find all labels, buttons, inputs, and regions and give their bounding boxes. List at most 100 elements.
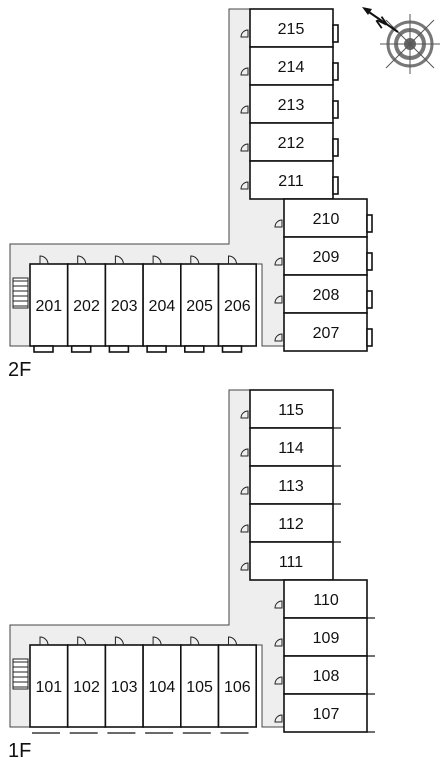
unit-114: 114 bbox=[240, 427, 341, 467]
door-icon bbox=[240, 181, 249, 190]
unit-label: 111 bbox=[279, 554, 303, 571]
unit-label: 215 bbox=[278, 21, 305, 38]
unit-213: 213 bbox=[240, 84, 339, 124]
unit-label: 103 bbox=[111, 679, 138, 696]
unit-label: 205 bbox=[186, 298, 213, 315]
door-icon bbox=[152, 636, 162, 646]
door-icon bbox=[114, 255, 124, 265]
door-icon bbox=[274, 295, 283, 304]
floor-1f: 115 114 113 112 111 110 109 108 107 101 102 103 104 1… bbox=[8, 389, 375, 762]
door-icon bbox=[240, 524, 249, 533]
door-icon bbox=[190, 636, 200, 646]
door-icon bbox=[274, 257, 283, 266]
unit-111: 111 bbox=[240, 541, 341, 581]
unit-label: 207 bbox=[313, 325, 340, 342]
door-icon bbox=[39, 636, 49, 646]
unit-215: 215 bbox=[240, 8, 339, 48]
unit-206: 206 bbox=[217, 255, 258, 353]
unit-label: 102 bbox=[73, 679, 100, 696]
unit-115: 115 bbox=[240, 389, 341, 429]
unit-label: 107 bbox=[313, 706, 340, 723]
unit-108: 108 bbox=[274, 655, 375, 695]
unit-113: 113 bbox=[240, 465, 341, 505]
unit-label: 112 bbox=[278, 516, 304, 533]
door-icon bbox=[240, 29, 249, 38]
unit-label: 101 bbox=[35, 679, 62, 696]
door-icon bbox=[190, 255, 200, 265]
unit-101: 101 bbox=[29, 636, 69, 734]
stairs-icon bbox=[12, 277, 29, 309]
door-icon bbox=[39, 255, 49, 265]
door-icon bbox=[114, 636, 124, 646]
door-icon bbox=[228, 636, 238, 646]
unit-label: 214 bbox=[278, 59, 305, 76]
unit-209: 209 bbox=[274, 236, 373, 276]
unit-211: 211 bbox=[240, 160, 339, 200]
unit-label: 212 bbox=[278, 135, 305, 152]
unit-214: 214 bbox=[240, 46, 339, 86]
door-icon bbox=[240, 562, 249, 571]
unit-210: 210 bbox=[274, 198, 373, 238]
door-icon bbox=[240, 105, 249, 114]
unit-label: 106 bbox=[224, 679, 251, 696]
door-icon bbox=[77, 255, 87, 265]
unit-label: 104 bbox=[149, 679, 176, 696]
unit-208: 208 bbox=[274, 274, 373, 314]
door-icon bbox=[240, 410, 249, 419]
unit-label: 211 bbox=[278, 173, 304, 190]
unit-label: 208 bbox=[313, 287, 340, 304]
unit-label: 114 bbox=[278, 440, 304, 457]
compass-icon: N bbox=[362, 7, 440, 74]
unit-203: 203 bbox=[104, 255, 144, 353]
north-label: N bbox=[373, 13, 390, 32]
door-icon bbox=[152, 255, 162, 265]
door-icon bbox=[228, 255, 238, 265]
unit-label: 210 bbox=[313, 211, 340, 228]
door-icon bbox=[240, 486, 249, 495]
unit-label: 203 bbox=[111, 298, 138, 315]
unit-label: 201 bbox=[35, 298, 62, 315]
unit-104: 104 bbox=[142, 636, 182, 734]
unit-label: 108 bbox=[313, 668, 340, 685]
unit-label: 105 bbox=[186, 679, 213, 696]
door-icon bbox=[274, 219, 283, 228]
door-icon bbox=[274, 714, 283, 723]
unit-107: 107 bbox=[274, 693, 375, 733]
unit-201: 201 bbox=[29, 255, 69, 353]
unit-label: 202 bbox=[73, 298, 100, 315]
unit-205: 205 bbox=[180, 255, 220, 353]
unit-207: 207 bbox=[274, 312, 373, 352]
door-icon bbox=[274, 676, 283, 685]
unit-label: 209 bbox=[313, 249, 340, 266]
door-icon bbox=[274, 638, 283, 647]
floors: 215 214 213 212 211 210 209 208 207 201 202 203 204 2… bbox=[8, 8, 375, 762]
door-icon bbox=[240, 143, 249, 152]
unit-103: 103 bbox=[104, 636, 144, 734]
stairs-icon bbox=[12, 658, 29, 690]
unit-label: 206 bbox=[224, 298, 251, 315]
unit-105: 105 bbox=[180, 636, 220, 734]
unit-212: 212 bbox=[240, 122, 339, 162]
unit-label: 110 bbox=[313, 592, 339, 609]
unit-label: 204 bbox=[149, 298, 176, 315]
unit-label: 109 bbox=[313, 630, 340, 647]
unit-label: 213 bbox=[278, 97, 305, 114]
floor-label: 1F bbox=[8, 740, 31, 762]
door-icon bbox=[77, 636, 87, 646]
door-icon bbox=[274, 333, 283, 342]
unit-202: 202 bbox=[66, 255, 107, 353]
unit-110: 110 bbox=[274, 579, 375, 619]
unit-109: 109 bbox=[274, 617, 375, 657]
floor-2f: 215 214 213 212 211 210 209 208 207 201 202 203 204 2… bbox=[8, 8, 373, 381]
unit-204: 204 bbox=[142, 255, 182, 353]
unit-label: 113 bbox=[278, 478, 304, 495]
floor-label: 2F bbox=[8, 359, 31, 381]
unit-102: 102 bbox=[66, 636, 107, 734]
door-icon bbox=[274, 600, 283, 609]
door-icon bbox=[240, 448, 249, 457]
unit-112: 112 bbox=[240, 503, 341, 543]
unit-106: 106 bbox=[217, 636, 258, 734]
door-icon bbox=[240, 67, 249, 76]
unit-label: 115 bbox=[278, 402, 304, 419]
